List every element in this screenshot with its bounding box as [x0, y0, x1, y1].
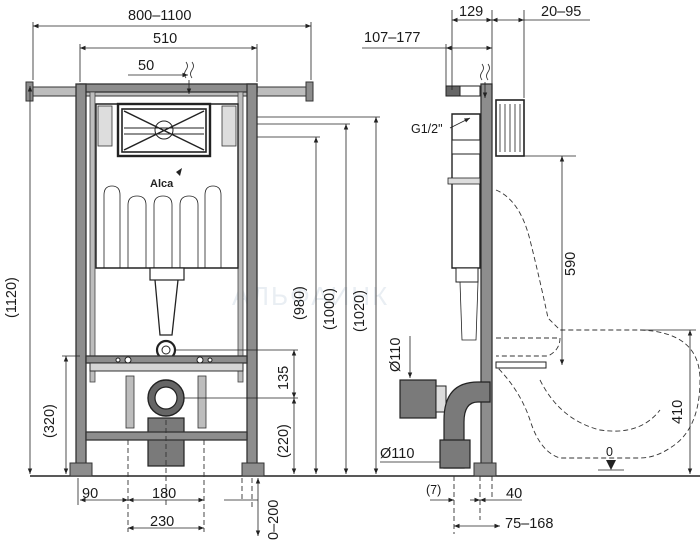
dim-range-75-168: 75–168 — [505, 516, 553, 532]
dim-pipe-110-lower: Ø110 — [380, 446, 414, 462]
frame-mounting-plate — [85, 355, 248, 364]
dim-range-20-95: 20–95 — [541, 4, 581, 20]
watermark-text: АЛЬФАИНК — [232, 281, 389, 311]
waste-connector — [399, 379, 437, 419]
dim-range-107-177: 107–177 — [364, 30, 420, 46]
dim-height-1020: (1020) — [352, 290, 368, 332]
frame-right-leg — [246, 83, 258, 475]
dim-height-1000: (1000) — [322, 288, 338, 330]
toilet-bowl-outline — [495, 189, 700, 459]
dim-height-220: (220) — [276, 424, 292, 458]
dim-total-height: (1120) — [4, 277, 20, 318]
dim-adjust-0-200: 0–200 — [266, 500, 282, 540]
side-frame-post — [480, 83, 493, 477]
dim-depth-129: 129 — [459, 4, 483, 20]
dim-foot-90: 90 — [82, 486, 98, 502]
frame-left-leg — [75, 83, 87, 475]
frame-top-rail — [79, 83, 258, 93]
dim-depth-40: 40 — [506, 486, 522, 502]
dim-height-980: (980) — [292, 286, 308, 320]
front-view: Alca 800–1100 510 50 — [4, 8, 380, 540]
dim-height-320: (320) — [42, 404, 58, 438]
dim-overall-width: 800–1100 — [128, 8, 191, 24]
label-floor-zero: 0 — [606, 445, 613, 459]
side-view: 129 20–95 107–177 G1/2" 590 410 0 — [362, 4, 700, 534]
dim-offset-50: 50 — [138, 58, 154, 74]
dim-height-135: 135 — [276, 366, 292, 390]
brand-logo: Alca — [150, 178, 174, 190]
dim-height-590: 590 — [563, 252, 579, 276]
dim-frame-width: 510 — [153, 31, 177, 47]
dim-outlet-180: 180 — [152, 486, 176, 502]
dim-pipe-110-upper: Ø110 — [388, 338, 404, 372]
dim-height-410: 410 — [670, 400, 686, 424]
label-inlet-thread: G1/2" — [411, 122, 443, 136]
dim-gap-7: (7) — [426, 483, 441, 497]
dim-outlet-230: 230 — [150, 514, 174, 530]
